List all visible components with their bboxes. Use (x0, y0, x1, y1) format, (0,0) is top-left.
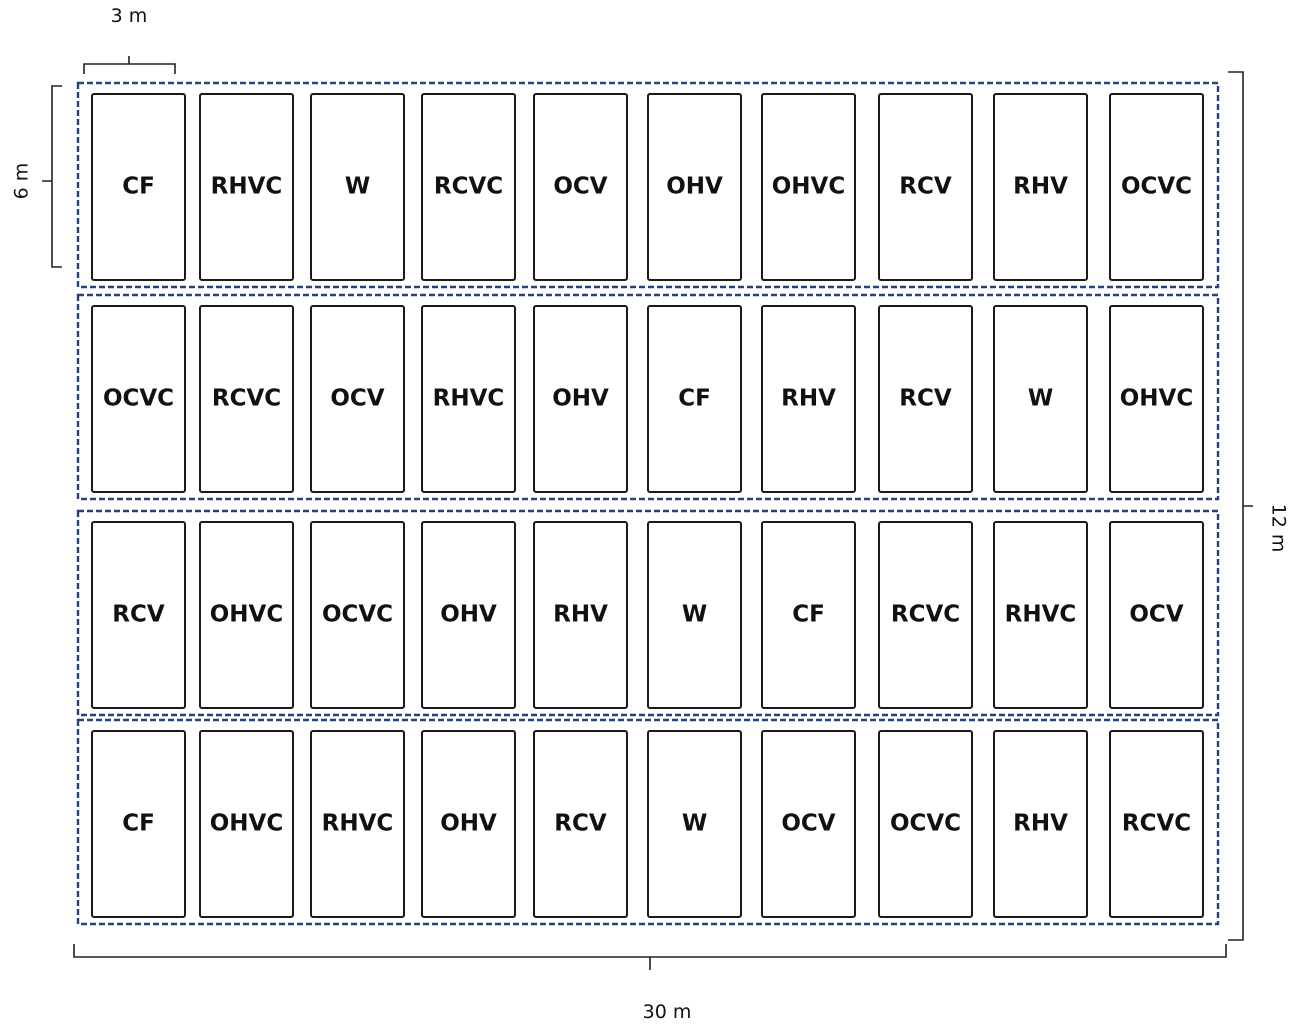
plot-label: W (682, 811, 707, 837)
plot-label: OHV (440, 811, 497, 837)
plot-label: W (682, 602, 707, 628)
plot-b4-1 (91, 730, 186, 918)
plot-label: RCV (899, 174, 952, 200)
plot-label: RHVC (1005, 602, 1077, 628)
plot-label: CF (122, 811, 155, 837)
plot-label: OHVC (210, 602, 283, 628)
plot-b2-4 (421, 305, 516, 493)
plot-b2-2 (199, 305, 294, 493)
plot-label: W (1028, 386, 1053, 412)
plot-b3-9 (993, 521, 1088, 709)
field-length-label: 12 m (1268, 504, 1290, 553)
plot-label: RCVC (434, 174, 503, 200)
plot-label: RHVC (211, 174, 283, 200)
plot-b1-6 (647, 93, 742, 281)
plot-b1-2 (199, 93, 294, 281)
plot-b2-8 (878, 305, 973, 493)
plot-b1-7 (761, 93, 856, 281)
plot-b3-4 (421, 521, 516, 709)
plot-b2-9 (993, 305, 1088, 493)
plot-b3-8 (878, 521, 973, 709)
plot-width-bracket (83, 56, 176, 74)
plot-label: CF (122, 174, 155, 200)
plot-label: RCVC (212, 386, 281, 412)
plot-label: RCV (112, 602, 165, 628)
blocks-layer: CF RHVC W RCVC OCV OHV OHVC RCV RHV OCVC OCVC RCVC O… (76, 81, 1220, 926)
plot-label: CF (678, 386, 711, 412)
plot-label: CF (792, 602, 825, 628)
plot-label: OCVC (890, 811, 961, 837)
plot-b1-9 (993, 93, 1088, 281)
plot-width-label: 3 m (111, 5, 148, 27)
plot-label: W (345, 174, 370, 200)
plot-label: OHV (552, 386, 609, 412)
plot-b1-8 (878, 93, 973, 281)
plot-label: RCV (554, 811, 607, 837)
plot-label: RHVC (433, 386, 505, 412)
field-length-bracket (1228, 71, 1253, 941)
plot-b1-10 (1109, 93, 1204, 281)
plot-label: OHV (666, 174, 723, 200)
plot-b2-6 (647, 305, 742, 493)
plot-label: RHV (1013, 174, 1068, 200)
plot-b2-10 (1109, 305, 1204, 493)
plot-label: RHV (553, 602, 608, 628)
plot-label: RCVC (1122, 811, 1191, 837)
plot-b3-1 (91, 521, 186, 709)
plot-label: RHVC (322, 811, 394, 837)
plot-b4-3 (310, 730, 405, 918)
plot-b4-9 (993, 730, 1088, 918)
plot-length-label: 6 m (11, 163, 33, 200)
plot-label: OCVC (1121, 174, 1192, 200)
plot-b1-3 (310, 93, 405, 281)
plot-label: OCV (553, 174, 607, 200)
plot-label: OHVC (1120, 386, 1193, 412)
block-4 (76, 718, 1220, 926)
plot-label: OHVC (210, 811, 283, 837)
plot-b3-7 (761, 521, 856, 709)
plot-b1-4 (421, 93, 516, 281)
plot-b4-4 (421, 730, 516, 918)
plot-label: OCV (781, 811, 835, 837)
field-width-bracket (73, 944, 1227, 970)
plot-b2-3 (310, 305, 405, 493)
plot-length-bracket (42, 85, 62, 268)
plot-b3-5 (533, 521, 628, 709)
plot-label: RCV (899, 386, 952, 412)
block-3 (76, 509, 1220, 717)
plot-label: RHV (1013, 811, 1068, 837)
plot-b2-1 (91, 305, 186, 493)
plot-b3-10 (1109, 521, 1204, 709)
plot-b4-10 (1109, 730, 1204, 918)
plot-label: OHV (440, 602, 497, 628)
plot-b2-5 (533, 305, 628, 493)
plot-label: OCV (330, 386, 384, 412)
block-2 (76, 293, 1220, 501)
plot-b4-2 (199, 730, 294, 918)
plot-b3-2 (199, 521, 294, 709)
plot-label: RCVC (891, 602, 960, 628)
block-1 (76, 81, 1220, 289)
plot-b3-6 (647, 521, 742, 709)
plot-label: OCVC (322, 602, 393, 628)
plot-b3-3 (310, 521, 405, 709)
plot-b1-1 (91, 93, 186, 281)
plot-label: RHV (781, 386, 836, 412)
plot-label: OHVC (772, 174, 845, 200)
field-width-label: 30 m (643, 1001, 692, 1023)
plot-b4-8 (878, 730, 973, 918)
plot-b4-5 (533, 730, 628, 918)
plot-b2-7 (761, 305, 856, 493)
plot-b1-5 (533, 93, 628, 281)
plot-label: OCV (1129, 602, 1183, 628)
plot-b4-7 (761, 730, 856, 918)
plot-label: OCVC (103, 386, 174, 412)
plot-b4-6 (647, 730, 742, 918)
